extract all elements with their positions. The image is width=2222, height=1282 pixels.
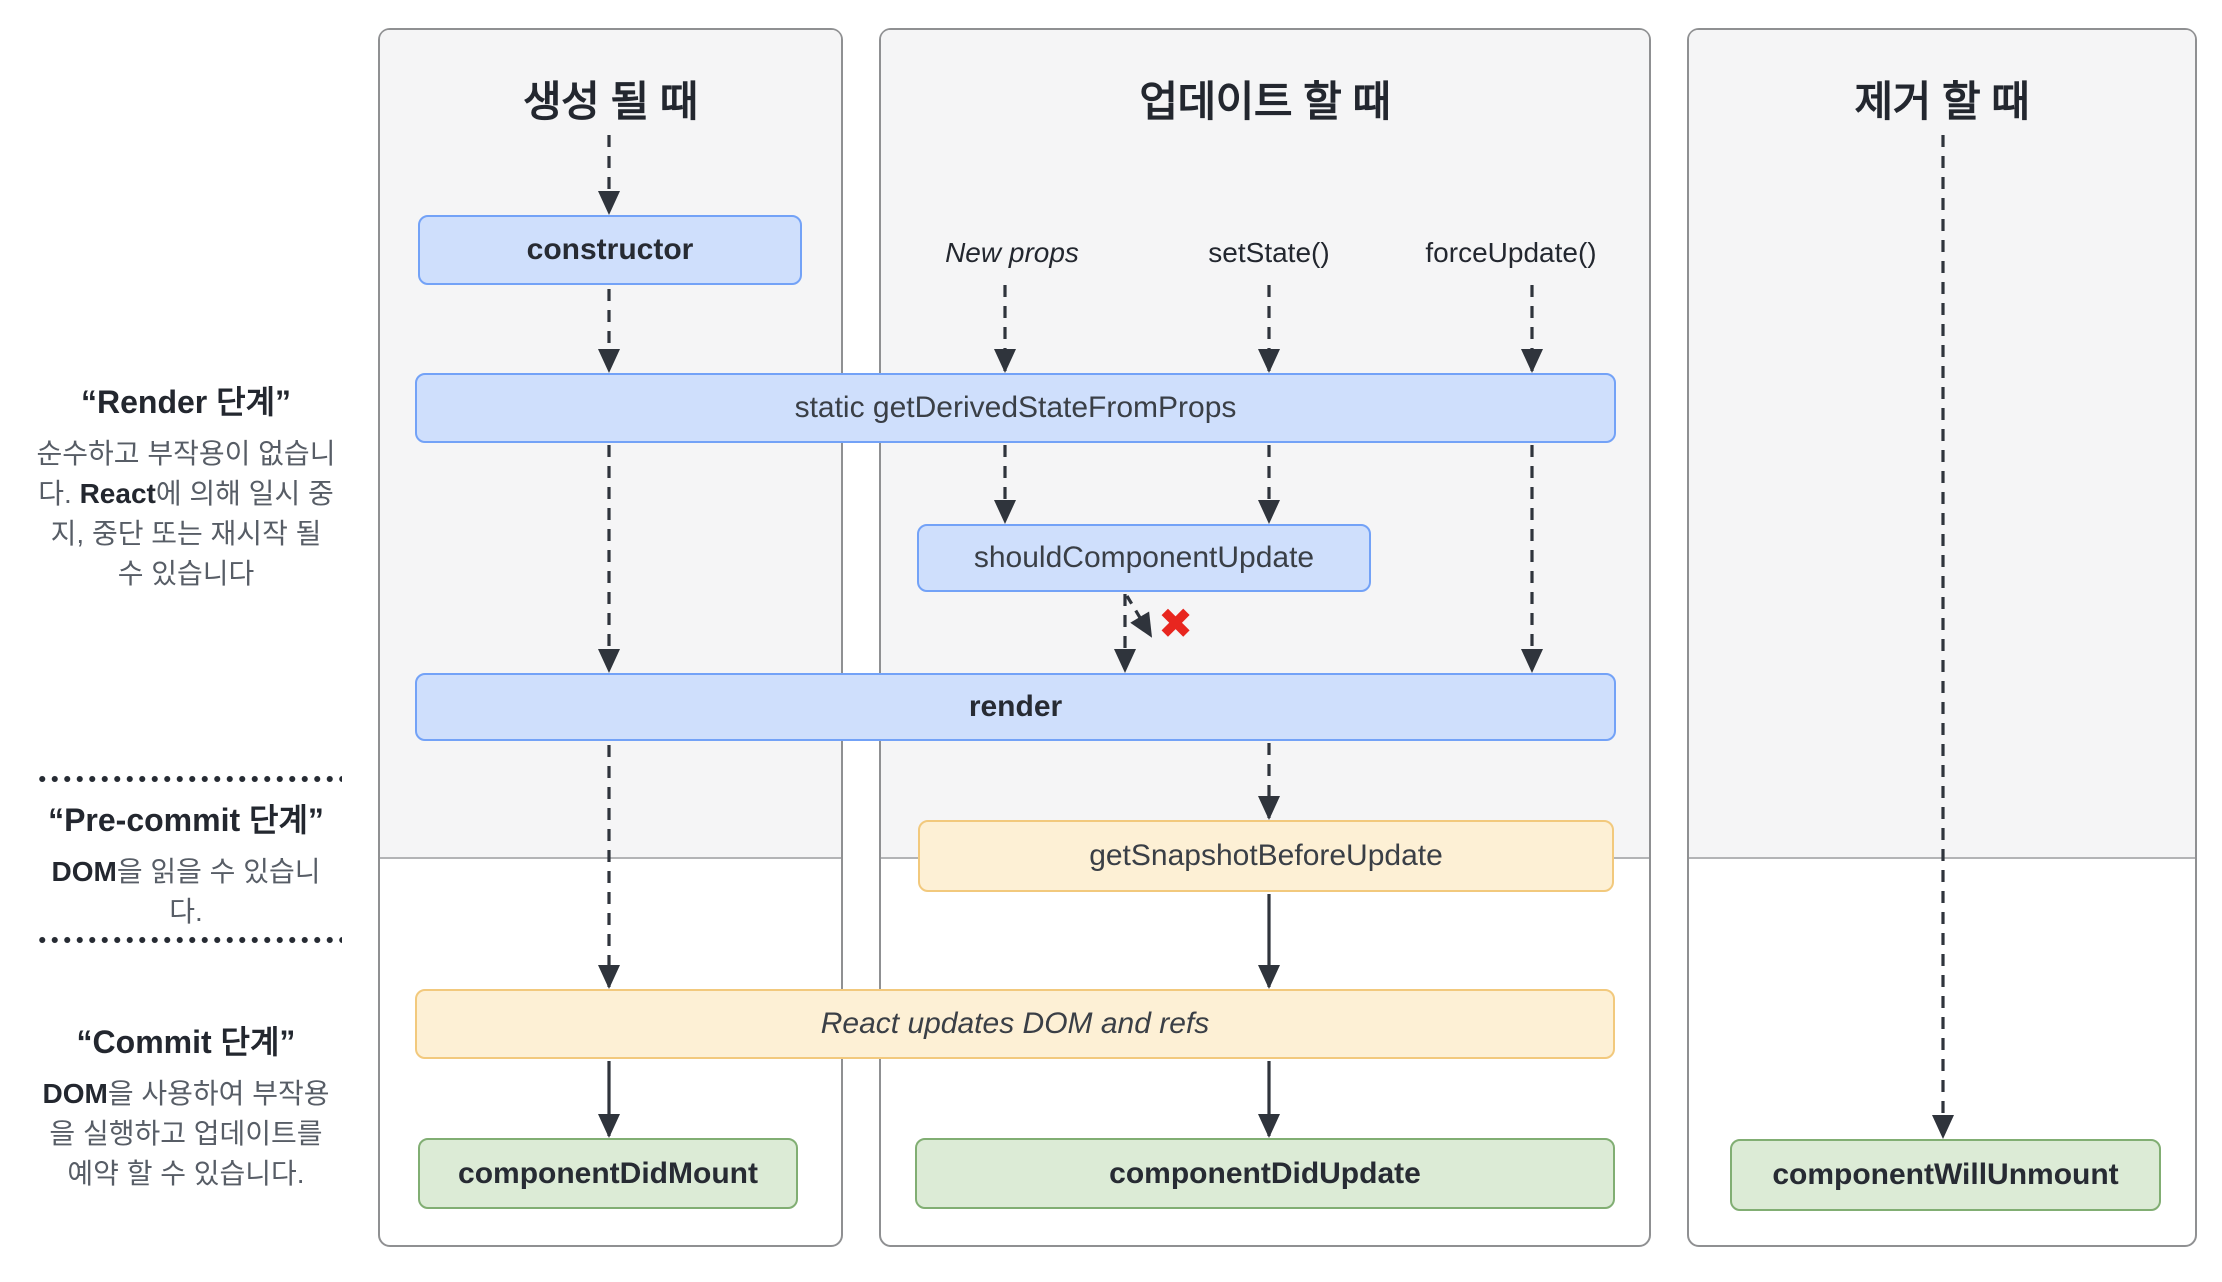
method-should-component-update[interactable]: shouldComponentUpdate — [917, 524, 1371, 592]
trigger-new-props: New props — [945, 237, 1079, 268]
column-unmounting-title: 제거 할 때 — [1854, 78, 2030, 125]
render-phase-region — [1689, 30, 2195, 859]
phase-precommit-description: DOM을 읽을 수 있습니다. — [51, 855, 321, 927]
column-unmounting: 제거 할 때 — [1687, 28, 2197, 1247]
method-component-will-unmount[interactable]: componentWillUnmount — [1730, 1139, 2161, 1211]
method-component-did-mount[interactable]: componentDidMount — [418, 1138, 798, 1209]
method-render[interactable]: render — [415, 673, 1616, 741]
column-mounting-title: 생성 될 때 — [523, 78, 698, 125]
column-updating-title: 업데이트 할 때 — [1139, 78, 1391, 125]
phase-commit-description: DOM을 사용하여 부작용을 실행하고 업데이트를 예약 할 수 있습니다. — [42, 1077, 330, 1189]
method-constructor[interactable]: constructor — [418, 215, 802, 285]
phase-render: “Render 단계” 순수하고 부작용이 없습니다. React에 의해 일시… — [28, 382, 344, 594]
phase-precommit-title: “Pre-commit 단계” — [48, 802, 324, 838]
phase-render-title: “Render 단계” — [80, 384, 292, 420]
phase-render-description: 순수하고 부작용이 없습니다. React에 의해 일시 중지, 중단 또는 재… — [36, 437, 336, 589]
method-get-derived-state-from-props[interactable]: static getDerivedStateFromProps — [415, 373, 1616, 443]
phase-commit: “Commit 단계” DOM을 사용하여 부작용을 실행하고 업데이트를 예약… — [28, 1022, 344, 1194]
column-mounting: 생성 될 때 — [378, 28, 843, 1247]
method-component-did-update[interactable]: componentDidUpdate — [915, 1138, 1615, 1209]
skip-render-x-icon: ✖ — [1158, 600, 1194, 647]
phase-precommit: “Pre-commit 단계” DOM을 읽을 수 있습니다. — [28, 800, 344, 932]
phase-commit-title: “Commit 단계” — [76, 1024, 296, 1060]
method-get-snapshot-before-update[interactable]: getSnapshotBeforeUpdate — [918, 820, 1614, 892]
trigger-set-state: setState() — [1208, 237, 1330, 268]
step-react-updates-dom: React updates DOM and refs — [415, 989, 1615, 1059]
dotted-separator — [36, 936, 342, 944]
trigger-force-update: forceUpdate() — [1425, 237, 1597, 268]
dotted-separator — [36, 775, 342, 783]
column-updating: 업데이트 할 때 — [879, 28, 1651, 1247]
